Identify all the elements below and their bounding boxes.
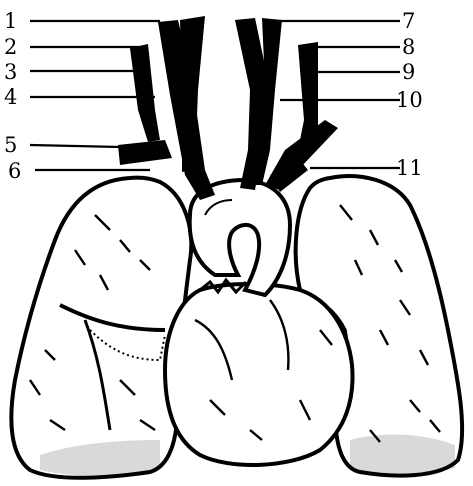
- label-1: 1: [4, 9, 17, 33]
- label-8: 8: [402, 35, 415, 59]
- label-9: 9: [402, 60, 415, 84]
- label-4: 4: [4, 85, 17, 109]
- label-5: 5: [4, 133, 17, 157]
- heart: [165, 280, 353, 465]
- left-lung: [11, 178, 191, 478]
- label-6: 6: [8, 159, 21, 183]
- leader-line-5: [30, 145, 120, 147]
- label-11: 11: [396, 156, 423, 180]
- label-7: 7: [402, 9, 415, 33]
- great-vessels: [118, 16, 338, 200]
- leader-lines: [30, 21, 400, 170]
- label-2: 2: [4, 35, 17, 59]
- label-10: 10: [396, 88, 423, 112]
- label-3: 3: [4, 60, 17, 84]
